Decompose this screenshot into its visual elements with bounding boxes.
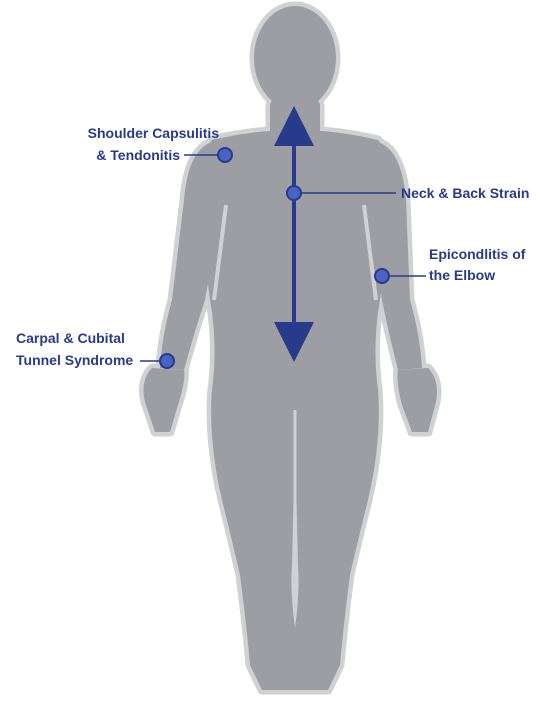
label-carpal: Carpal & Cubital Tunnel Syndrome xyxy=(16,330,133,368)
label-elbow: Epicondlitis of the Elbow xyxy=(429,246,529,283)
marker-neck-back-icon xyxy=(287,186,301,200)
marker-shoulder-icon xyxy=(218,148,232,162)
human-body-silhouette-icon xyxy=(144,6,437,690)
marker-carpal-icon xyxy=(160,354,174,368)
marker-elbow-icon xyxy=(375,269,389,283)
callout-carpal: Carpal & Cubital Tunnel Syndrome xyxy=(16,330,174,368)
label-neck-back: Neck & Back Strain xyxy=(401,185,529,201)
